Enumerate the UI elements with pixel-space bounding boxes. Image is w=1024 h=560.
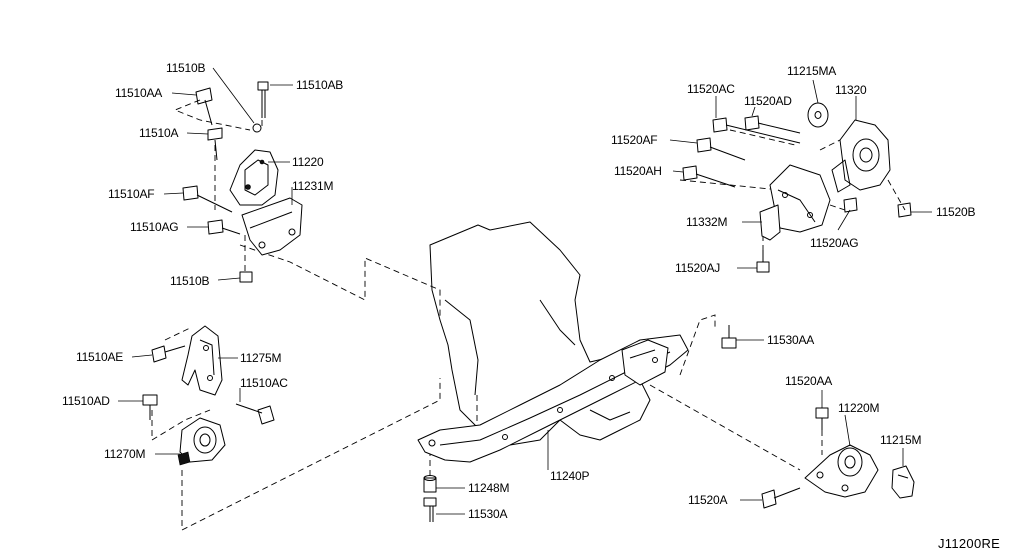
label-11510AD: 11510AD: [62, 394, 110, 408]
label-11240P: 11240P: [550, 469, 589, 483]
label-11520AC: 11520AC: [687, 82, 735, 96]
part-labels: 11510B 11510AB 11510AA 11510A 11220 1123…: [62, 61, 976, 521]
label-11231M: 11231M: [292, 179, 333, 193]
label-11520AJ: 11520AJ: [675, 261, 720, 275]
label-11520AG: 11520AG: [810, 236, 858, 250]
label-11270M: 11270M: [104, 447, 145, 461]
label-11510B-bottom: 11510B: [170, 274, 209, 288]
label-11220M: 11220M: [838, 401, 879, 415]
label-11510AE: 11510AE: [76, 350, 123, 364]
label-11510AG: 11510AG: [130, 220, 178, 234]
label-11215M: 11215M: [880, 433, 921, 447]
label-11520A: 11520A: [688, 493, 727, 507]
label-11520AD: 11520AD: [744, 94, 792, 108]
engine-block-outline: [429, 221, 651, 446]
label-11332M: 11332M: [686, 215, 727, 229]
label-11530AA: 11530AA: [767, 333, 814, 347]
label-11510AA: 11510AA: [115, 86, 162, 100]
leader-lines: [118, 67, 932, 515]
label-11510A: 11510A: [139, 126, 178, 140]
label-11220: 11220: [292, 155, 324, 169]
label-11520AA: 11520AA: [785, 374, 832, 388]
label-11510AF: 11510AF: [108, 187, 154, 201]
label-11520AH: 11520AH: [614, 164, 662, 178]
label-11320: 11320: [835, 83, 867, 97]
center-fasteners: [423, 475, 437, 522]
label-11510B-top: 11510B: [166, 61, 205, 75]
label-11520AF: 11520AF: [611, 133, 657, 147]
label-11520B: 11520B: [936, 205, 975, 219]
label-11530A: 11530A: [468, 507, 507, 521]
mount-11270M-assembly: [142, 325, 275, 466]
mount-11320-assembly: [682, 102, 912, 273]
label-11215MA: 11215MA: [787, 64, 836, 78]
label-11275M: 11275M: [240, 351, 281, 365]
crossmember-11240P: [417, 334, 689, 463]
label-11510AC: 11510AC: [240, 376, 288, 390]
mount-11220M-assembly: [721, 325, 915, 509]
mount-11220-assembly: [182, 81, 303, 283]
label-11248M: 11248M: [468, 481, 509, 495]
diagram-reference-code: J11200RE: [938, 536, 1000, 551]
label-11510AB: 11510AB: [296, 78, 343, 92]
